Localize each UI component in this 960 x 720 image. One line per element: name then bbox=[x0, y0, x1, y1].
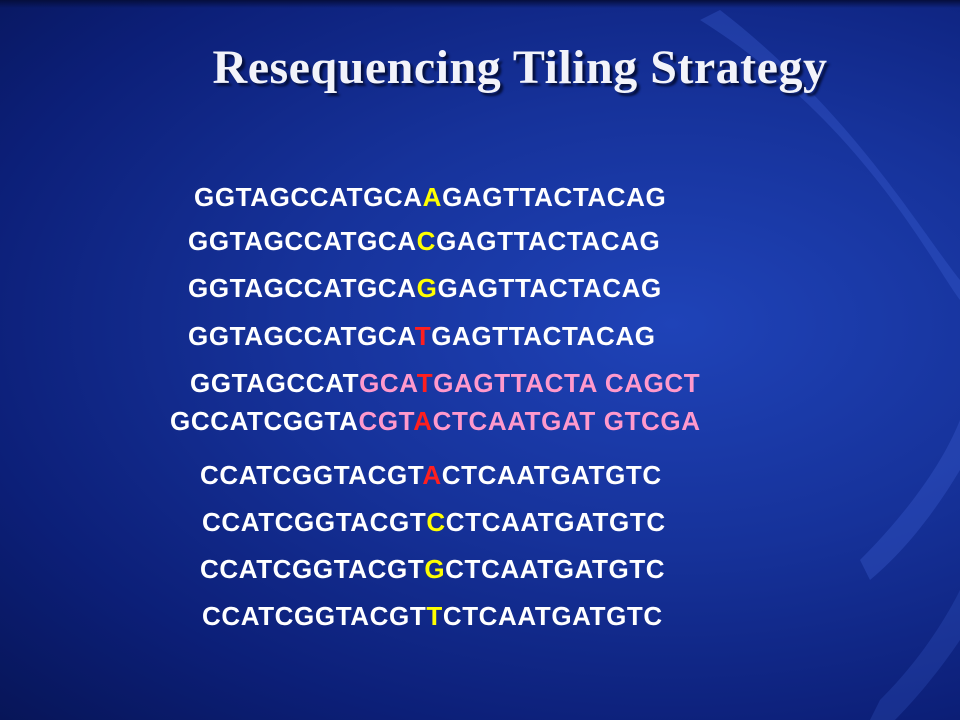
window-left: CGT bbox=[358, 406, 414, 436]
probe-prefix: GGTAGCCATGCA bbox=[188, 226, 417, 256]
probe-row-bottom-g: CCATCGGTACGTGCTCAATGATGTC bbox=[200, 554, 665, 584]
probe-row-top-g: GGTAGCCATGCAGGAGTTACTACAG bbox=[188, 273, 662, 303]
probe-suffix: GAGTTACTACAG bbox=[437, 273, 662, 303]
target-sense-strand: GGTAGCCATGCATGAGTTACTA CAGCT bbox=[190, 368, 700, 398]
probe-row-bottom-t: CCATCGGTACGTTCTCAATGATGTC bbox=[202, 601, 663, 631]
substituted-base: A bbox=[422, 460, 442, 490]
slide-title: Resequencing Tiling Strategy bbox=[212, 41, 828, 94]
substituted-base: T bbox=[426, 601, 443, 631]
probe-suffix: GAGTTACTACAG bbox=[442, 182, 667, 212]
probe-row-bottom-c: CCATCGGTACGTCCTCAATGATGTC bbox=[202, 507, 666, 537]
window-left: GCA bbox=[359, 368, 417, 398]
substituted-base: G bbox=[416, 273, 438, 303]
substituted-base: T bbox=[414, 321, 432, 351]
target-antisense-strand: GCCATCGGTACGTACTCAATGAT GTCGA bbox=[170, 406, 701, 436]
probe-suffix: CTCAATGATGTC bbox=[445, 554, 666, 584]
probe-suffix: GAGTTACTACAG bbox=[436, 226, 661, 256]
window-right: GAGTTACTA CAGCT bbox=[433, 368, 701, 398]
strand-lead: GCCATCGGTA bbox=[170, 406, 359, 436]
probe-prefix: CCATCGGTACGT bbox=[200, 554, 425, 584]
interrogated-base: T bbox=[416, 368, 434, 398]
probe-row-bottom-a: CCATCGGTACGTACTCAATGATGTC bbox=[200, 460, 662, 490]
probe-prefix: CCATCGGTACGT bbox=[200, 460, 423, 490]
probe-row-top-c: GGTAGCCATGCACGAGTTACTACAG bbox=[188, 226, 660, 256]
substituted-base: A bbox=[422, 182, 443, 212]
probe-suffix: CTCAATGATGTC bbox=[442, 601, 663, 631]
strand-lead: GGTAGCCAT bbox=[190, 368, 360, 398]
probe-prefix: CCATCGGTACGT bbox=[202, 601, 427, 631]
probe-suffix: GAGTTACTACAG bbox=[431, 321, 656, 351]
probe-row-top-t: GGTAGCCATGCATGAGTTACTACAG bbox=[188, 321, 656, 351]
probe-suffix: CTCAATGATGTC bbox=[445, 507, 666, 537]
substituted-base: C bbox=[426, 507, 446, 537]
probe-prefix: GGTAGCCATGCA bbox=[194, 182, 423, 212]
probe-row-top-a: GGTAGCCATGCAAGAGTTACTACAG bbox=[194, 182, 666, 212]
probe-prefix: CCATCGGTACGT bbox=[202, 507, 427, 537]
probe-prefix: GGTAGCCATGCA bbox=[188, 321, 415, 351]
interrogated-base: A bbox=[413, 406, 433, 436]
probe-prefix: GGTAGCCATGCA bbox=[188, 273, 417, 303]
top-dark-band bbox=[0, 0, 960, 8]
substituted-base: C bbox=[416, 226, 437, 256]
window-right: CTCAATGAT GTCGA bbox=[432, 406, 701, 436]
probe-suffix: CTCAATGATGTC bbox=[441, 460, 662, 490]
substituted-base: G bbox=[424, 554, 446, 584]
